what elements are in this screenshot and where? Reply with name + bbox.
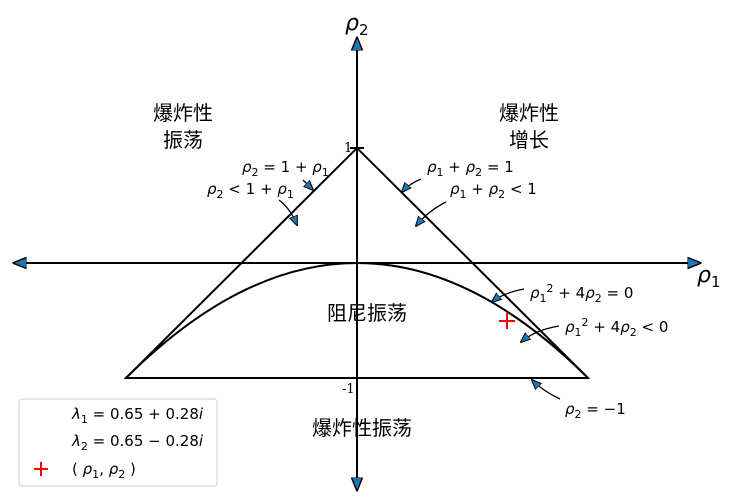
y-axis-label: ρ2 bbox=[345, 11, 369, 39]
arrow-parab-eq bbox=[492, 288, 525, 302]
region-top-left-line1: 爆炸性 bbox=[153, 101, 213, 125]
arrow-left-eq bbox=[302, 179, 313, 190]
annotation-parab-ineq: ρ12 + 4ρ2 < 0 bbox=[565, 316, 668, 339]
legend-plus-marker-icon bbox=[34, 462, 48, 476]
legend-item-lambda2: λ2 = 0.65 − 0.28i bbox=[71, 432, 204, 453]
annotation-arrows bbox=[278, 178, 561, 400]
region-bottom: 爆炸性振荡 bbox=[312, 416, 412, 440]
arrow-bottom-eq bbox=[532, 380, 561, 400]
annotation-parab-eq: ρ12 + 4ρ2 = 0 bbox=[530, 282, 633, 305]
rho-point-marker bbox=[499, 313, 515, 329]
x-axis-label: ρ1 bbox=[697, 263, 721, 291]
annotation-left-eq: ρ2 = 1 + ρ1 bbox=[242, 158, 329, 179]
tick-label-neg1: -1 bbox=[342, 382, 355, 397]
annotation-right-ineq: ρ1 + ρ2 < 1 bbox=[450, 180, 537, 201]
parabola-curve bbox=[125, 262, 589, 379]
region-top-left-line2: 振荡 bbox=[163, 128, 203, 152]
arrow-left-ineq bbox=[278, 199, 297, 225]
arrow-parab-ineq bbox=[521, 325, 560, 342]
annotation-left-ineq: ρ2 < 1 + ρ1 bbox=[207, 180, 294, 201]
legend-box bbox=[18, 398, 218, 487]
legend-item-lambda1: λ1 = 0.65 + 0.28i bbox=[71, 405, 204, 426]
annotation-bottom-eq: ρ2 = −1 bbox=[565, 400, 626, 421]
legend-item-point: ( ρ1, ρ2 ) bbox=[72, 460, 136, 481]
annotation-right-eq: ρ1 + ρ2 = 1 bbox=[427, 158, 514, 179]
arrow-right-ineq bbox=[416, 201, 447, 226]
stability-triangle bbox=[123, 146, 591, 379]
tick-label-1: 1 bbox=[344, 141, 352, 156]
region-top-right-line2: 增长 bbox=[509, 128, 549, 152]
arrow-right-eq bbox=[402, 178, 422, 192]
region-center: 阻尼振荡 bbox=[327, 301, 407, 325]
region-top-right-line1: 爆炸性 bbox=[499, 101, 559, 125]
legend: λ1 = 0.65 + 0.28i λ2 = 0.65 − 0.28i ( ρ1… bbox=[18, 398, 218, 487]
